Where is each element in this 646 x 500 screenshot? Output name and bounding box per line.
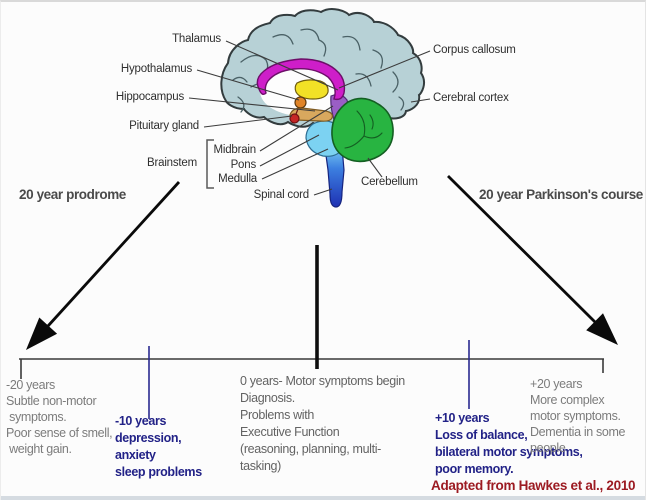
label-brainstem: Brainstem — [147, 157, 197, 169]
brain-illustration — [220, 8, 425, 208]
label-pituitary-gland: Pituitary gland — [129, 120, 199, 132]
course-arrow — [447, 175, 618, 345]
label-cerebellum: Cerebellum — [361, 176, 418, 188]
event-plus10-years: +10 years Loss of balance, bilateral mot… — [435, 411, 583, 476]
brainstem-bracket — [206, 139, 214, 189]
pointer-cerebral-cortex — [410, 98, 431, 103]
pointer-thalamus — [225, 40, 339, 91]
label-hypothalamus: Hypothalamus — [120, 63, 192, 75]
bottom-border-strip — [1, 496, 645, 500]
pointer-cerebellum — [367, 157, 383, 178]
thalamus-shape — [294, 79, 329, 100]
label-hippocampus: Hippocampus — [115, 91, 184, 103]
pituitary-shape — [289, 113, 300, 124]
pituitary-stalk — [295, 108, 299, 115]
pointer-pituitary — [203, 115, 293, 128]
pointer-spinal-cord — [313, 188, 333, 196]
cerebellum-branches — [344, 110, 383, 149]
pointer-medulla — [261, 148, 329, 180]
timeline-axis-group — [19, 245, 604, 419]
event-minus20-years: -20 years Subtle non-motor symptoms. Poo… — [6, 378, 113, 456]
corpus-callosum-shape — [256, 58, 346, 101]
label-midbrain: Midbrain — [213, 144, 256, 156]
label-corpus-callosum: Corpus callosum — [433, 44, 516, 56]
event-minus10-years: -10 years depression, anxiety sleep prob… — [115, 414, 202, 479]
event-zero-years: 0 years- Motor symptoms begin Diagnosis.… — [240, 374, 405, 473]
hypothalamus-shape — [294, 96, 307, 109]
label-spinal-cord: Spinal cord — [253, 189, 310, 201]
label-pointer-lines — [188, 40, 431, 196]
prodrome-heading: 20 year prodrome — [19, 187, 126, 202]
label-cerebral-cortex: Cerebral cortex — [433, 92, 509, 104]
course-heading: 20 year Parkinson's course — [479, 187, 643, 202]
pointer-hypothalamus — [196, 69, 300, 101]
cerebellum-shape — [331, 97, 394, 163]
label-thalamus: Thalamus — [172, 33, 221, 45]
event-plus20-years: +20 years More complex motor symptoms. D… — [530, 377, 626, 455]
pointer-corpus-callosum — [338, 50, 431, 89]
pointer-hippocampus — [188, 97, 316, 112]
attribution-text: Adapted from Hawkes et al., 2010 — [431, 478, 636, 493]
label-medulla: Medulla — [218, 173, 257, 185]
prodrome-arrow — [26, 181, 181, 350]
label-pons: Pons — [230, 159, 257, 171]
pointer-midbrain — [259, 105, 334, 152]
pointer-pons — [259, 134, 320, 167]
